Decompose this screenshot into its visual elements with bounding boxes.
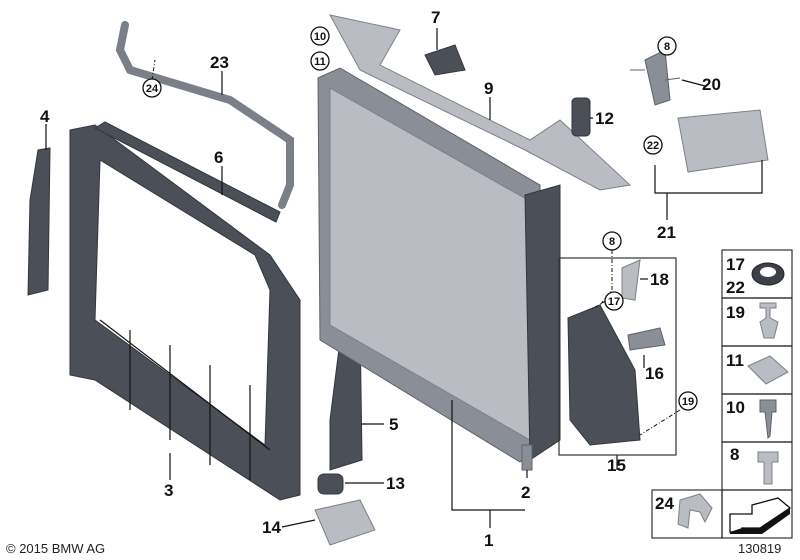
label-6: 6 xyxy=(214,148,223,167)
label-23: 23 xyxy=(210,53,229,72)
clip-part-7 xyxy=(424,44,466,76)
circled-label-24: 24 xyxy=(142,78,162,98)
oil-cooler xyxy=(677,109,769,173)
bolt-2 xyxy=(521,444,533,471)
cover-14 xyxy=(314,499,376,546)
legend-label-17: 17 xyxy=(726,255,745,274)
label-5: 5 xyxy=(389,415,398,434)
label-16: 16 xyxy=(645,364,664,383)
circled-label-22: 22 xyxy=(643,135,663,155)
label-9: 9 xyxy=(484,79,493,98)
svg-text:17: 17 xyxy=(608,296,620,308)
legend-label-24: 24 xyxy=(655,494,674,513)
fan-shroud-frame xyxy=(69,124,301,501)
bracket-16 xyxy=(627,327,666,351)
torx-screw-icon xyxy=(757,451,779,485)
svg-text:24: 24 xyxy=(146,83,159,95)
air-duct xyxy=(567,304,641,446)
label-14: 14 xyxy=(262,518,281,537)
legend-panel xyxy=(651,249,793,539)
legend-label-19: 19 xyxy=(726,303,745,322)
coolant-pipe xyxy=(115,21,294,209)
circled-label-8-box: 8 xyxy=(602,231,622,251)
label-2: 2 xyxy=(521,483,530,502)
svg-text:8: 8 xyxy=(609,236,615,248)
clip-nut-icon xyxy=(747,355,789,385)
detail-box-15 xyxy=(558,257,677,456)
label-1: 1 xyxy=(484,531,493,550)
diagram-number: 130819 xyxy=(738,541,781,556)
circled-label-10: 10 xyxy=(310,26,330,46)
svg-text:11: 11 xyxy=(314,56,326,68)
svg-text:10: 10 xyxy=(314,31,326,43)
copyright: © 2015 BMW AG xyxy=(6,541,105,556)
expanding-rivet-icon xyxy=(759,302,779,339)
legend-label-8: 8 xyxy=(730,445,739,464)
label-7: 7 xyxy=(431,8,440,27)
svg-text:22: 22 xyxy=(647,140,659,152)
side-seal-left xyxy=(27,147,51,296)
label-21: 21 xyxy=(657,223,676,242)
label-13: 13 xyxy=(386,474,405,493)
legend-label-22: 22 xyxy=(726,278,745,297)
label-20: 20 xyxy=(702,75,721,94)
label-18: 18 xyxy=(650,270,669,289)
legend-label-11: 11 xyxy=(726,351,744,370)
label-4: 4 xyxy=(40,107,50,126)
svg-text:19: 19 xyxy=(682,396,694,408)
circled-label-19: 19 xyxy=(678,391,698,411)
clip-18 xyxy=(621,259,641,301)
thermostat-valve xyxy=(630,49,681,106)
clip-13 xyxy=(317,473,344,495)
circled-label-17: 17 xyxy=(604,291,624,311)
circled-label-8-top: 8 xyxy=(657,36,677,56)
label-15: 15 xyxy=(607,456,626,475)
hose-clamp-icon xyxy=(677,493,713,529)
label-12: 12 xyxy=(595,109,614,128)
leader-lines xyxy=(45,28,763,528)
legend-label-10: 10 xyxy=(726,398,745,417)
rubber-mount xyxy=(571,97,591,137)
seal-strip xyxy=(93,121,281,223)
upper-bracket xyxy=(329,14,632,191)
circled-label-11: 11 xyxy=(310,51,330,71)
label-3: 3 xyxy=(164,481,173,500)
hex-screw-icon xyxy=(759,399,777,440)
radiator xyxy=(317,67,561,463)
svg-text:8: 8 xyxy=(664,41,670,53)
